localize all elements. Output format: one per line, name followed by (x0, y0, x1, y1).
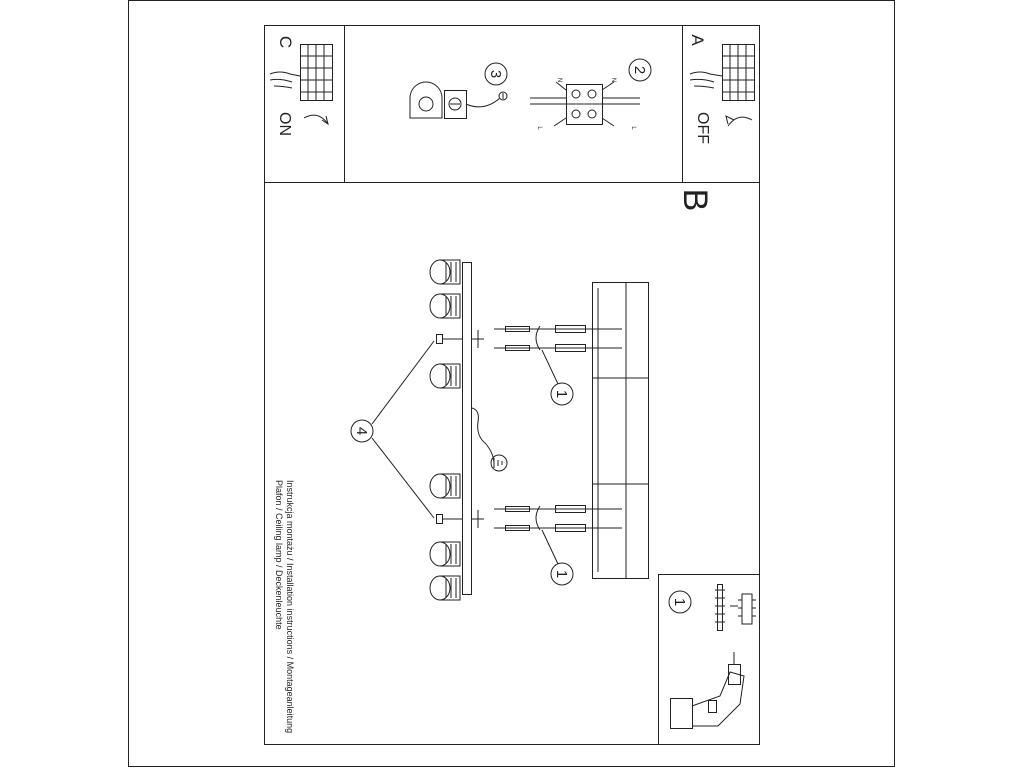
panel-a-state: OFF (694, 112, 711, 144)
spot-head-3 (429, 363, 461, 389)
main-frame (264, 25, 760, 745)
ground-terminal-icon (409, 81, 508, 119)
spot-head-6 (429, 575, 461, 601)
panel-b-letter: B (676, 189, 714, 212)
wiring-n-right: N (610, 78, 616, 82)
spot-head-4 (429, 473, 461, 499)
leader-4-upper (371, 340, 435, 425)
spot-head-2 (429, 293, 461, 319)
panel-c-state: ON (276, 112, 293, 136)
fixing-screw-lower (436, 514, 462, 524)
step-1-bubble-lower (550, 562, 574, 586)
drill-icon (670, 652, 745, 729)
panel-a-frame (682, 25, 760, 183)
step-3-label: 3 (487, 70, 504, 78)
panel-tools-frame (658, 574, 760, 745)
panel-a-letter: A (688, 34, 707, 46)
lamp-rail (462, 262, 495, 595)
sheet-border (128, 0, 895, 767)
screw-icon (715, 584, 725, 631)
wiring-l-left: L (536, 126, 542, 130)
step-1-label-upper: 1 (553, 390, 570, 398)
step-4-bubble (350, 419, 374, 443)
leader-1-lower (541, 529, 559, 565)
step-1-label-lower: 1 (553, 570, 570, 578)
step-1-label-tools: 1 (671, 598, 688, 606)
screw-dowel-lower (494, 505, 622, 532)
wiring-l-right: L (630, 126, 636, 130)
caption-line-2: Plafon / Ceiling lamp / Deckenleuchte (274, 480, 284, 630)
screw-dowel-upper (494, 325, 622, 352)
terminal-block-icon (530, 81, 640, 127)
caption-line-1: Instrukcja montażu / Installation instru… (285, 480, 295, 733)
fixing-screw-upper (436, 334, 462, 344)
leader-4-lower (371, 437, 435, 519)
spot-head-1 (429, 259, 461, 285)
panel-c-letter: C (276, 36, 295, 48)
step-1-bubble-tools (668, 590, 692, 614)
wiring-n-left: N (556, 78, 562, 82)
step-4-label: 4 (353, 427, 370, 435)
step-3-bubble (484, 62, 508, 86)
wall-plug-icon (730, 593, 756, 625)
step-2-bubble (628, 58, 652, 82)
spot-head-5 (429, 541, 461, 567)
step-2-label: 2 (631, 66, 648, 74)
ceiling-surface (592, 282, 649, 579)
leader-1-upper (541, 349, 559, 385)
step-1-bubble-upper (550, 382, 574, 406)
ground-symbol-icon (490, 454, 508, 472)
switchboard-on-icon (269, 44, 333, 126)
switchboard-off-icon (689, 44, 755, 127)
